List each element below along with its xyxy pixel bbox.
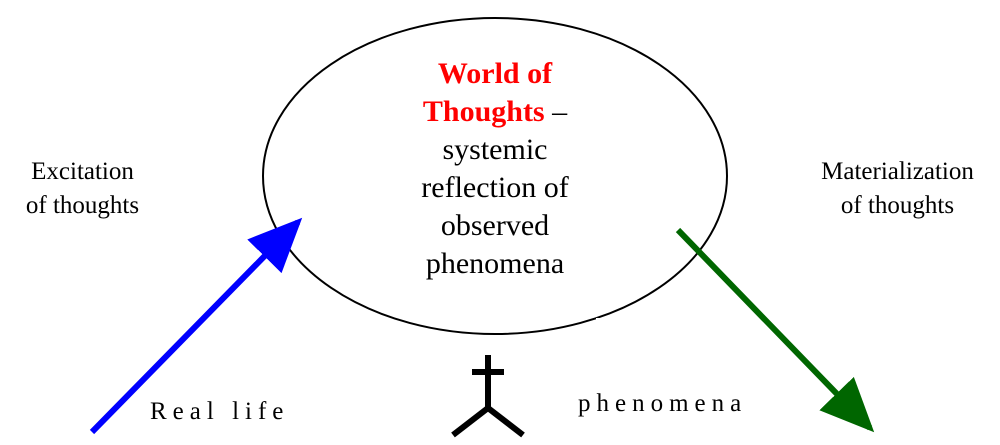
real-life-label: Real life: [150, 398, 290, 425]
excitation-label-line-2: of thoughts: [25, 192, 140, 219]
excitation-arrow: [89, 217, 303, 435]
person-figure-icon: [451, 355, 525, 438]
center-line-4: reflection of: [421, 171, 569, 204]
title-line-1: World of: [437, 57, 553, 90]
ellipse-gap-left: [370, 322, 382, 334]
materialization-label-line-1: Materialization: [821, 158, 974, 185]
ellipse-gap-right: [596, 318, 608, 332]
title-line-2: Thoughts: [422, 95, 545, 128]
title-dash: –: [544, 95, 568, 128]
world-of-thoughts-ellipse: [262, 17, 728, 335]
center-line-6: phenomena: [425, 247, 565, 280]
materialization-label: Materialization of thoughts: [795, 155, 1000, 223]
excitation-label: Excitation of thoughts: [0, 155, 165, 223]
materialization-arrow: [675, 227, 875, 433]
center-line-3: systemic: [442, 133, 548, 166]
materialization-label-line-2: of thoughts: [840, 192, 955, 219]
phenomena-label: phenomena: [578, 390, 748, 417]
excitation-label-line-1: Excitation: [31, 158, 134, 185]
center-text: World of Thoughts – systemic reflection …: [385, 55, 605, 283]
center-line-5: observed: [440, 209, 550, 242]
